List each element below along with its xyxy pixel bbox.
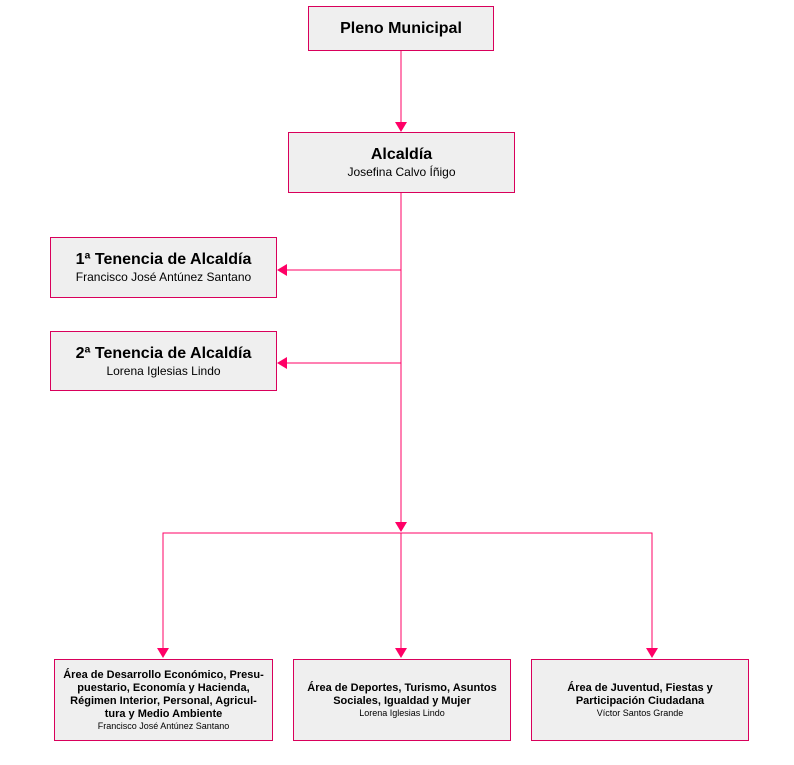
node-title: 1ª Tenencia de Alcaldía — [75, 251, 252, 268]
node-title: Pleno Municipal — [340, 19, 462, 37]
connector-areas-bar — [162, 532, 653, 657]
node-title: Área de Deportes, Turismo, Asuntos Socia… — [307, 681, 497, 707]
node-tenencia-1: 1ª Tenencia de Alcaldía Francisco José A… — [50, 237, 277, 298]
node-person: Francisco José Antúnez Santano — [75, 270, 252, 284]
node-person: Francisco José Antúnez Santano — [97, 720, 230, 731]
node-person: Lorena Iglesias Lindo — [106, 363, 221, 378]
node-title: Área de Juventud, Fiestas y Participació… — [567, 681, 713, 707]
node-person: Josefina Calvo Íñigo — [347, 165, 456, 179]
node-alcaldia: Alcaldía Josefina Calvo Íñigo — [288, 132, 515, 193]
node-person: Víctor Santos Grande — [596, 707, 684, 718]
node-area-desarrollo-economico: Área de Desarrollo Económico, Presu- pue… — [54, 659, 273, 741]
node-tenencia-2: 2ª Tenencia de Alcaldía Lorena Iglesias … — [50, 331, 277, 391]
node-title: Alcaldía — [370, 146, 433, 163]
node-title: Área de Desarrollo Económico, Presu- pue… — [63, 668, 264, 720]
node-person: Lorena Iglesias Lindo — [359, 707, 445, 718]
node-title: 2ª Tenencia de Alcaldía — [75, 344, 252, 362]
node-area-deportes: Área de Deportes, Turismo, Asuntos Socia… — [293, 659, 511, 741]
node-pleno-municipal: Pleno Municipal — [308, 6, 494, 51]
node-area-juventud: Área de Juventud, Fiestas y Participació… — [531, 659, 749, 741]
